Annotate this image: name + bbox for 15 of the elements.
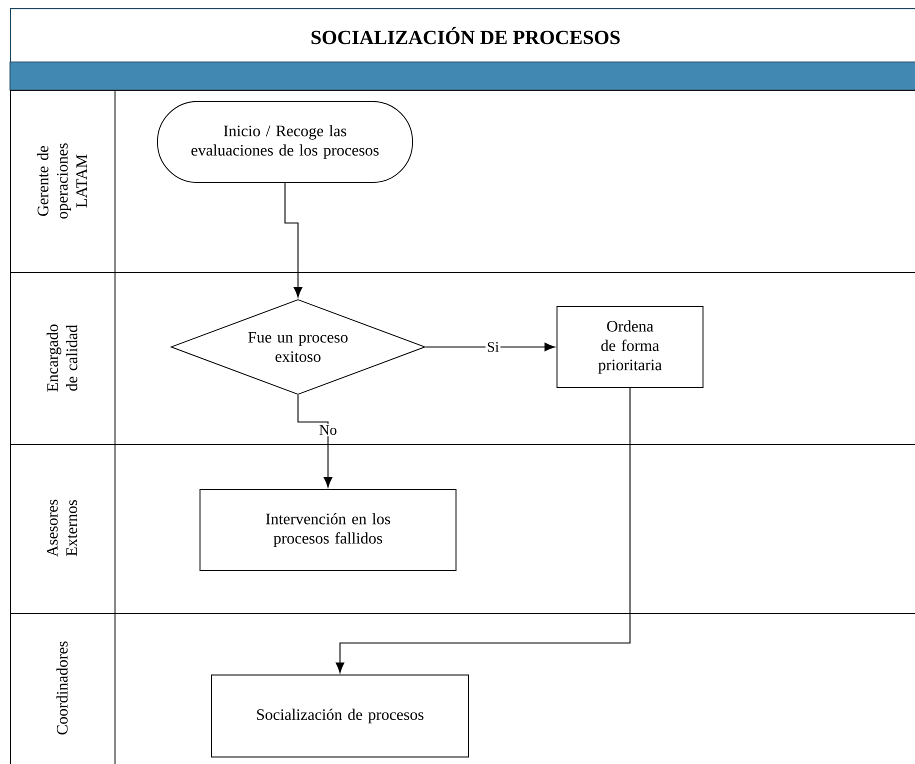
arrow: [297, 394, 332, 488]
lane-header: Coordinadores: [56, 641, 68, 734]
arrow: [284, 182, 302, 298]
start-terminal: Inicio / Recoge las evaluaciones de los procesos: [157, 101, 413, 183]
lane-header: Asesores Externos: [46, 500, 78, 557]
edge-label: No: [318, 424, 338, 436]
lane-header: Gerente de operaciones LATAM: [37, 143, 87, 219]
arrow: [336, 388, 631, 673]
process-box: Socialización de procesos: [211, 674, 469, 758]
lane-header: Encargado de calidad: [46, 324, 78, 392]
edge-label: Si: [486, 340, 500, 354]
arrow: [425, 342, 555, 352]
process-box: Ordena de forma prioritaria: [556, 306, 704, 388]
title-bar: SOCIALIZACIÓN DE PROCESOS: [10, 8, 915, 64]
process-box: Intervención en los procesos fallidos: [200, 489, 456, 571]
